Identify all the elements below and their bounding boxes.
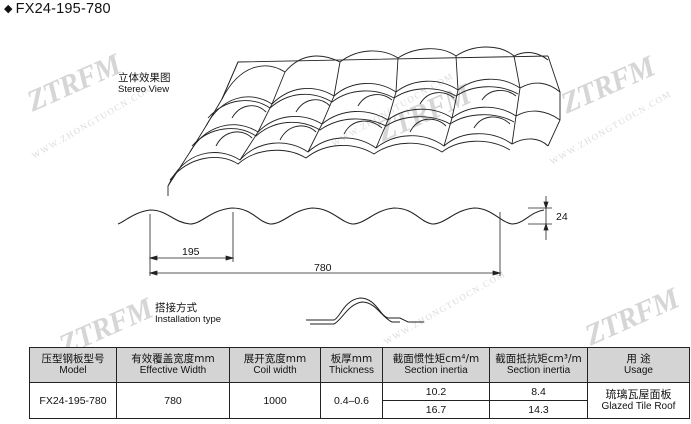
pitch-dimension-label: 195: [182, 246, 200, 258]
cell-inertia-1: 10.2: [382, 382, 490, 401]
page-title: ◆FX24-195-780: [4, 1, 111, 17]
stereo-view-label: 立体效果图 Stereo View: [118, 72, 171, 95]
cell-model: FX24-195-780: [29, 382, 117, 419]
width-dimension-label: 780: [314, 262, 332, 274]
cell-inertia-2: 16.7: [382, 400, 490, 419]
cell-thickness: 0.4–0.6: [320, 382, 383, 419]
cell-effective-width: 780: [116, 382, 230, 419]
dimension-lines: [148, 196, 552, 276]
profile-section: [117, 207, 545, 225]
installation-label: 搭接方式 Installation type: [155, 302, 222, 325]
model-title: FX24-195-780: [15, 1, 111, 17]
stereo-view-drawing: [117, 46, 561, 325]
cell-resistance-2: 14.3: [489, 400, 588, 419]
table-row: 16.7 14.3: [30, 400, 690, 419]
installation-drawing: [306, 297, 424, 325]
cell-usage: 琉璃瓦屋面板 Glazed Tile Roof: [587, 382, 690, 419]
cell-resistance-1: 8.4: [489, 382, 588, 401]
height-dimension-label: 24: [556, 211, 568, 223]
table-row: FX24-195-780 780 1000 0.4–0.6 10.2 8.4 琉…: [29, 382, 690, 419]
cell-coil-width: 1000: [229, 382, 321, 419]
diamond-bullet-icon: ◆: [4, 3, 13, 15]
